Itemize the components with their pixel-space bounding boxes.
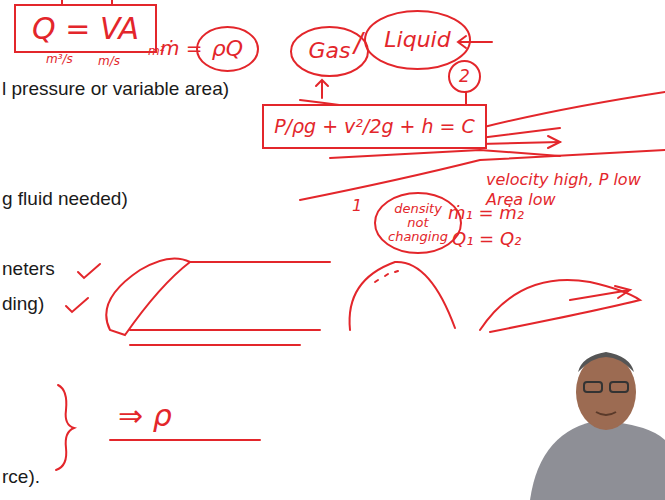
handwritten-note: ⇒ ρ [118,398,172,433]
slide-text: l pressure or variable area) [2,78,229,100]
circled-note: density not changing [374,192,462,254]
flow-arrowhead [548,136,560,148]
handwritten-note: m³/s [46,52,73,66]
circled-note: 2 [448,60,481,93]
pointer-arrow [316,80,328,98]
slide-text: ding) [2,293,44,315]
tick-mark [66,298,88,312]
handwritten-text: P/ρg + v²/2g + h = C [274,116,475,137]
handwritten-note: ṁ = [160,36,203,60]
tick-mark [78,264,100,278]
slide-text: neters [2,258,55,280]
lecturer-video [530,352,665,500]
circled-note: ρQ [196,26,259,72]
handwritten-note: m/s [98,54,120,68]
curly-brace [56,385,74,470]
handwritten-text: Gas [309,39,351,63]
airfoil-sketch [106,258,190,335]
handwritten-text: density not changing [387,202,449,245]
pointer-arrow [570,286,630,300]
handwritten-text: Q = VA [32,12,139,45]
flow-dots [375,271,398,282]
handwritten-text: Liquid [384,28,450,52]
slide-text: g fluid needed) [2,188,128,210]
handwritten-text: ρQ [212,37,243,61]
streamline [330,150,560,158]
airfoil-sketch [480,280,640,332]
handwritten-note: / [354,28,363,58]
circled-note: Liquid [364,10,471,70]
formula-box: Q = VA [14,4,157,53]
pointer-arrow [458,36,492,48]
handwritten-text: 2 [459,67,470,86]
airfoil-sketch [350,262,455,330]
handwritten-note: 1 [352,196,362,215]
handwritten-note: Area low [486,190,556,209]
slide-text: rce). [2,466,40,488]
handwritten-note: velocity high, P low [486,170,641,189]
venturi-bottom-wall [300,150,665,200]
underline [110,439,260,441]
handwritten-note: Q₁ = Q₂ [452,228,521,249]
wing-outline [130,262,330,345]
formula-box: P/ρg + v²/2g + h = C [262,104,487,149]
